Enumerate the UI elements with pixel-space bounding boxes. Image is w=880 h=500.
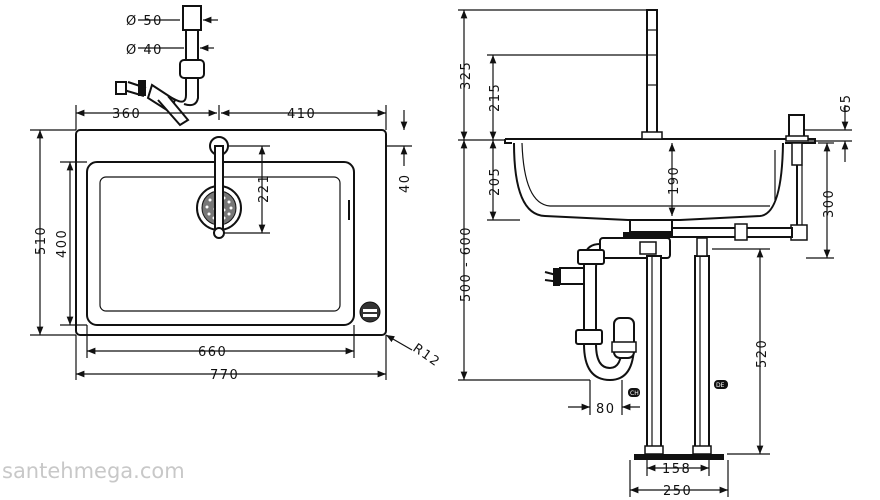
dim-65: 65 [839,93,854,113]
faucet-side-icon [641,9,663,140]
dim-r12: R12 [410,341,443,371]
top-view: 360 410 Ø 50 Ø 40 510 400 660 770 221 40 [30,5,443,383]
dim-325: 325 [459,61,474,90]
sink-outline [75,129,387,336]
dim-770: 770 [210,368,239,383]
dispenser-side-icon [785,114,809,241]
dim-215: 215 [488,83,503,112]
dim-221: 221 [257,174,272,203]
drain-pipe-side-icon [544,219,793,382]
dim-205: 205 [488,167,503,196]
dim-300: 300 [822,189,837,218]
dim-400: 400 [55,229,70,258]
dim-660: 660 [198,345,227,360]
dim-158: 158 [662,462,691,477]
dim-250: 250 [663,484,692,499]
dim-510: 510 [34,226,49,255]
dim-80: 80 [596,402,616,417]
dim-d50: Ø 50 [126,14,163,29]
dim-d40: Ø 40 [126,43,163,58]
stand-side-icon: CH DE [628,237,728,460]
dim-410: 410 [287,107,316,122]
watermark: santehmega.com [2,459,185,483]
waste-pipe-top-icon [115,5,205,127]
svg-text:DE: DE [716,382,725,389]
dim-520: 520 [755,339,770,368]
dim-500-600: 500 - 600 [459,226,474,302]
svg-text:CH: CH [630,390,639,397]
side-view: CH DE 325 215 205 500 - 600 190 65 300 5… [458,9,854,499]
dispenser-knob-icon [359,301,381,323]
dim-40-rim: 40 [398,173,413,193]
sink-side-icon [504,138,816,221]
dim-190: 190 [667,166,682,195]
dim-360: 360 [112,107,141,122]
